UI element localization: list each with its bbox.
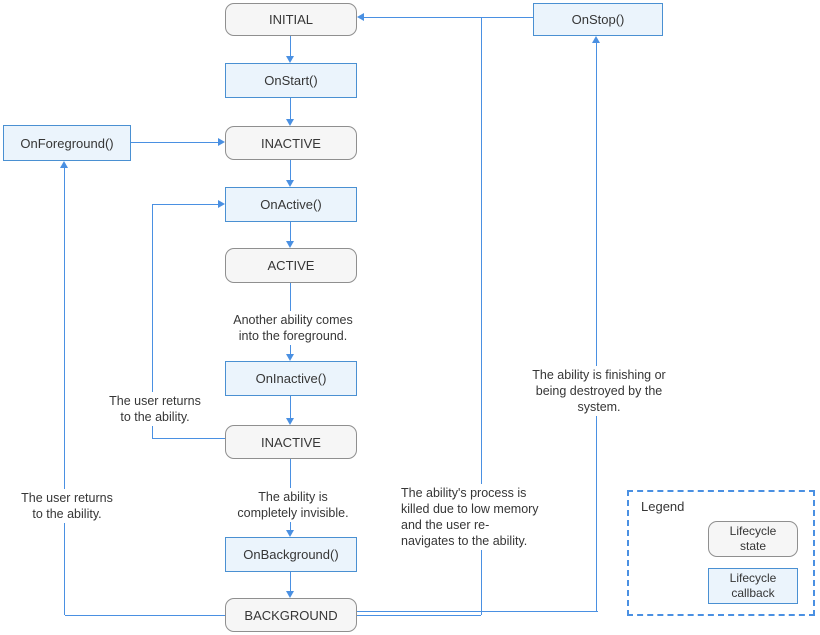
legend-state-sample: Lifecycle state [708,521,798,557]
node-inactive-2: INACTIVE [225,425,357,459]
connector-background-up-to-initial [481,17,482,615]
connector-background-right-initial [357,615,481,616]
note-finishing: The ability is finishing or being destro… [515,366,683,416]
note-completely-invisible: The ability is completely invisible. [216,488,370,522]
connector-onforeground-to-inactive [131,142,219,143]
node-onforeground: OnForeground() [3,125,131,161]
note-process-killed: The ability's process is killed due to l… [399,484,575,550]
arrowhead-down-icon [286,56,294,63]
node-background: BACKGROUND [225,598,357,632]
arrowhead-up-icon [592,36,600,43]
arrowhead-down-icon [286,241,294,248]
legend-box: Legend Lifecycle state Lifecycle callbac… [627,490,815,616]
legend-title: Legend [641,499,685,514]
connector-inactive2-left [152,438,225,439]
arrowhead-up-icon [60,161,68,168]
connector-to-onactive [152,204,218,205]
arrowhead-down-icon [286,530,294,537]
node-initial: INITIAL [225,3,357,36]
connector-up-to-onstop [596,42,597,611]
connector-oninactive-to-inactive2 [290,396,291,418]
node-onstart: OnStart() [225,63,357,98]
connector-left-up [64,167,65,615]
arrowhead-down-icon [286,591,294,598]
node-onstop: OnStop() [533,3,663,36]
connector-onstop-to-initial [363,17,533,18]
arrowhead-down-icon [286,354,294,361]
node-inactive-1: INACTIVE [225,126,357,160]
arrowhead-down-icon [286,119,294,126]
legend-callback-sample: Lifecycle callback [708,568,798,604]
node-onactive: OnActive() [225,187,357,222]
connector-inactive-to-onactive [290,160,291,180]
arrowhead-right-icon [218,138,225,146]
connector-onstart-to-inactive [290,98,291,119]
arrowhead-down-icon [286,180,294,187]
connector-inactive2-up [152,204,153,438]
arrowhead-down-icon [286,418,294,425]
arrowhead-left-icon [357,13,364,21]
note-another-ability: Another ability comes into the foregroun… [206,311,380,345]
node-onbackground: OnBackground() [225,537,357,572]
note-user-returns-to-foreground: The user returns to the ability. [10,489,124,523]
note-user-returns-to-active: The user returns to the ability. [98,392,212,426]
node-active: ACTIVE [225,248,357,283]
node-oninactive: OnInactive() [225,361,357,396]
connector-onactive-to-active [290,222,291,241]
connector-onbackground-to-background [290,572,291,591]
connector-background-left [65,615,225,616]
connector-initial-to-onstart [290,36,291,56]
connector-background-right-onstop [357,611,598,612]
arrowhead-right-icon [218,200,225,208]
